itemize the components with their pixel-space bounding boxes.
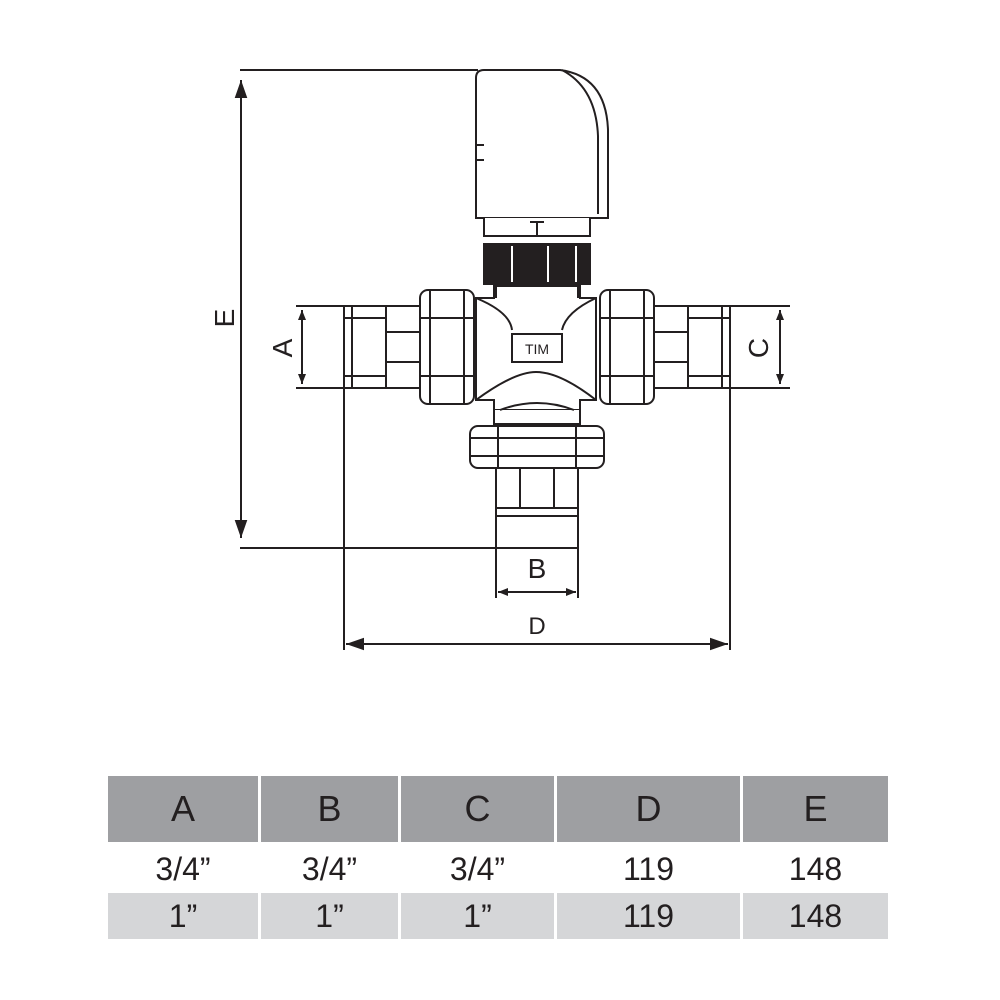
table-header-cell: A <box>108 776 261 842</box>
table-header-row: A B C D E <box>108 776 888 842</box>
table-header-cell: E <box>743 776 888 842</box>
table-header-cell: B <box>261 776 401 842</box>
left-connection <box>343 305 387 389</box>
right-connection <box>687 305 731 389</box>
table-row: 1” 1” 1” 119 148 <box>108 893 888 939</box>
table-cell: 1” <box>108 893 261 939</box>
right-union <box>599 289 689 405</box>
table-cell: 3/4” <box>401 842 557 893</box>
dimension-label-b: B <box>528 553 547 584</box>
table-cell: 148 <box>743 842 888 893</box>
actuator-head <box>475 69 609 237</box>
table-cell: 119 <box>557 893 743 939</box>
table-row: 3/4” 3/4” 3/4” 119 148 <box>108 842 888 893</box>
table-header-cell: C <box>401 776 557 842</box>
table-cell: 3/4” <box>261 842 401 893</box>
body-label-plate <box>511 333 563 363</box>
table-cell: 119 <box>557 842 743 893</box>
table-cell: 1” <box>261 893 401 939</box>
left-union <box>385 289 475 405</box>
bottom-union <box>469 425 605 509</box>
dimension-label-d: D <box>528 613 545 640</box>
table-cell: 148 <box>743 893 888 939</box>
table-cell: 3/4” <box>108 842 261 893</box>
body-label: TIM <box>525 341 549 357</box>
dimension-label-a: A <box>267 338 298 357</box>
dimensions-table: A B C D E 3/4” 3/4” 3/4” 119 148 1” 1” 1… <box>108 776 888 939</box>
dimension-label-c: C <box>743 338 774 358</box>
table-cell: 1” <box>401 893 557 939</box>
table-header-cell: D <box>557 776 743 842</box>
bottom-connection <box>495 507 579 549</box>
valve-technical-drawing: TIM E A C B D <box>209 69 790 651</box>
lock-ring <box>483 243 591 285</box>
dimension-label-e: E <box>209 309 240 328</box>
